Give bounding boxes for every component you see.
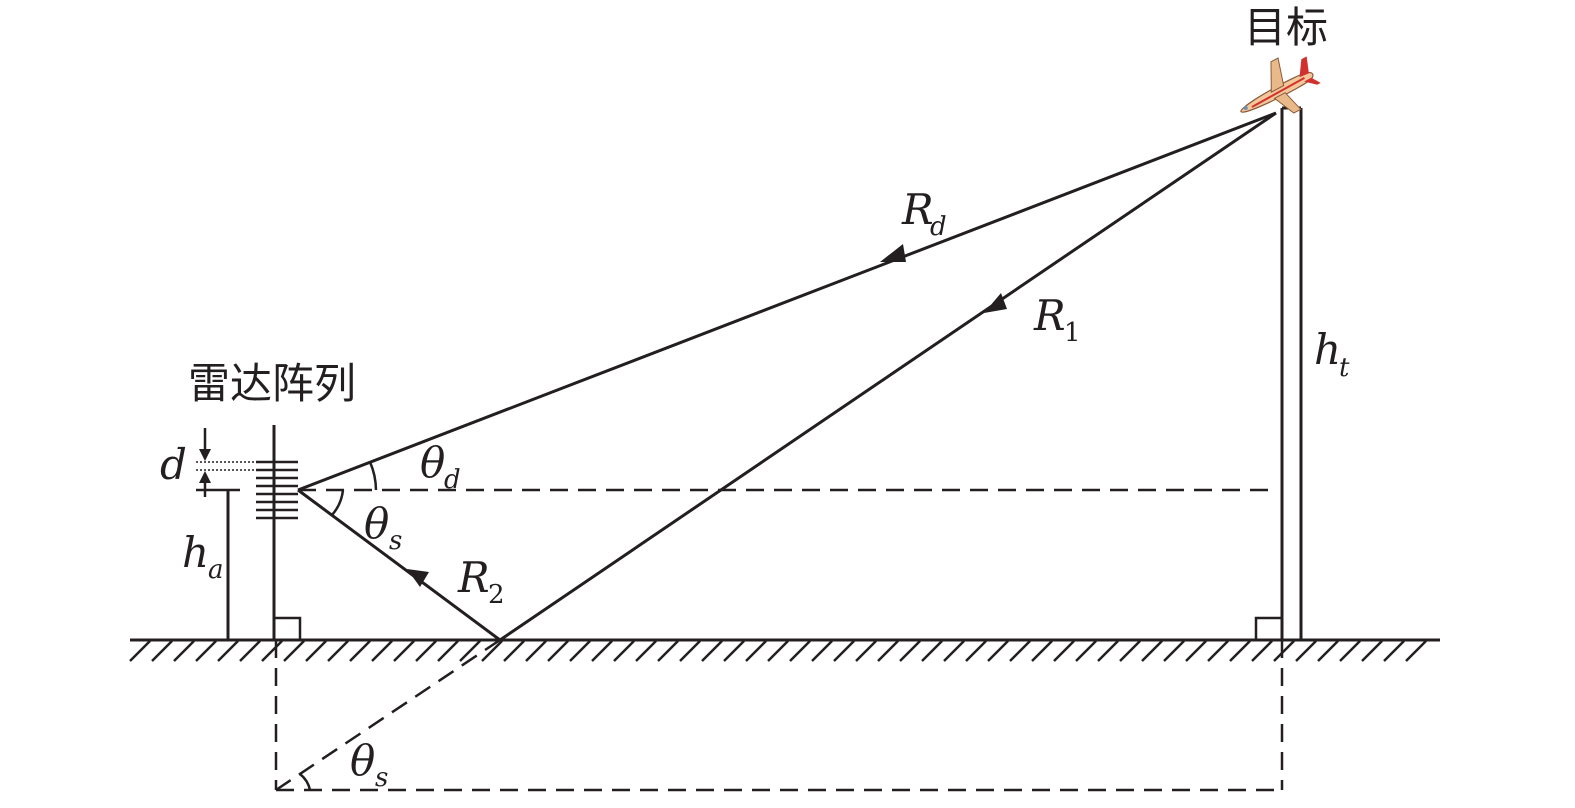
ground-hatch-mark — [833, 640, 855, 662]
ground-hatch-mark — [1295, 640, 1317, 662]
radar-mast — [272, 425, 302, 640]
ground-hatch-mark — [1229, 640, 1251, 662]
theta-s-image-label: θ — [350, 736, 375, 785]
ground-hatch-mark — [1075, 640, 1097, 662]
ground-hatch-mark — [1185, 640, 1207, 662]
ground-hatch-mark — [569, 640, 591, 662]
ground-hatch-mark — [943, 640, 965, 662]
ht-label: h — [1314, 325, 1341, 374]
ground-hatch-mark — [899, 640, 921, 662]
ground-hatch-mark — [151, 640, 173, 662]
r1-label-sub: 1 — [1064, 318, 1081, 348]
ground-hatch-mark — [503, 640, 525, 662]
r2-label-sub: 2 — [488, 580, 505, 610]
ground-hatching — [129, 640, 1427, 662]
ground-hatch-mark — [371, 640, 393, 662]
theta-s-label-sub: s — [389, 526, 402, 556]
ground-hatch-mark — [965, 640, 987, 662]
theta-d-label-sub: d — [444, 465, 461, 495]
ground-hatch-mark — [239, 640, 261, 662]
ground-hatch-mark — [1097, 640, 1119, 662]
ground-hatch-mark — [1405, 640, 1427, 662]
radar-array-label: 雷达阵列 — [188, 359, 356, 408]
ground-hatch-mark — [327, 640, 349, 662]
ground-hatch-mark — [987, 640, 1009, 662]
rd-label-sub: d — [930, 212, 947, 242]
ground-hatch-mark — [393, 640, 415, 662]
ground-hatch-mark — [679, 640, 701, 662]
ground-hatch-mark — [745, 640, 767, 662]
airplane-icon — [1240, 56, 1321, 114]
ground-hatch-mark — [591, 640, 613, 662]
ground-hatch-mark — [437, 640, 459, 662]
ground-hatch-mark — [701, 640, 723, 662]
ground-hatch-mark — [1251, 640, 1273, 662]
ground-hatch-mark — [217, 640, 239, 662]
ground-hatch-mark — [459, 640, 481, 662]
ground-hatch-mark — [789, 640, 811, 662]
theta-d-arc — [368, 461, 378, 491]
ground-hatch-mark — [657, 640, 679, 662]
ground-hatch-mark — [1339, 640, 1361, 662]
theta-s-image-label-sub: s — [375, 763, 388, 793]
theta-s-arc — [331, 489, 345, 516]
ground-hatch-mark — [1273, 640, 1295, 662]
ha-label: h — [182, 528, 209, 577]
ground-hatch-mark — [723, 640, 745, 662]
ground-hatch-mark — [1009, 640, 1031, 662]
ground-hatch-mark — [921, 640, 943, 662]
ground-hatch-mark — [195, 640, 217, 662]
ground-hatch-mark — [811, 640, 833, 662]
ground-hatch-mark — [1141, 640, 1163, 662]
path-r2 — [297, 488, 501, 642]
ground-hatch-mark — [415, 640, 437, 662]
radar-array-elements — [256, 460, 298, 520]
rd-label: R — [901, 185, 934, 234]
ground-hatch-mark — [767, 640, 789, 662]
ground-hatch-mark — [1361, 640, 1383, 662]
ground-hatch-mark — [1119, 640, 1141, 662]
ground-hatch-mark — [613, 640, 635, 662]
ground-hatch-mark — [1317, 640, 1339, 662]
ground-hatch-mark — [1163, 640, 1185, 662]
ground-hatch-mark — [1031, 640, 1053, 662]
d-label: d — [160, 440, 187, 489]
theta-s-image-arc — [299, 773, 312, 791]
r2-label: R — [457, 553, 490, 602]
ground — [129, 638, 1440, 662]
ground-hatch-mark — [129, 640, 151, 662]
ground-hatch-mark — [855, 640, 877, 662]
ground-hatch-mark — [261, 640, 283, 662]
ground-hatch-mark — [547, 640, 569, 662]
ground-hatch-mark — [481, 640, 503, 662]
image-path — [274, 638, 1284, 792]
ht-label-sub: t — [1339, 353, 1350, 383]
ground-hatch-mark — [283, 640, 305, 662]
ground-hatch-mark — [305, 640, 327, 662]
ground-hatch-mark — [1207, 640, 1229, 662]
ground-hatch-mark — [1383, 640, 1405, 662]
ground-hatch-mark — [349, 640, 371, 662]
direct-path-rd — [297, 111, 1277, 492]
d-spacing-indicator — [196, 428, 256, 497]
path-r1 — [499, 111, 1277, 642]
theta-s-label: θ — [364, 499, 389, 548]
ground-hatch-mark — [877, 640, 899, 662]
r1-label: R — [1033, 291, 1066, 340]
ground-hatch-mark — [635, 640, 657, 662]
target-pole — [1254, 106, 1303, 640]
target-label: 目标 — [1244, 3, 1328, 52]
theta-d-label: θ — [420, 438, 445, 487]
ground-hatch-mark — [173, 640, 195, 662]
ha-label-sub: a — [208, 555, 224, 585]
ground-hatch-mark — [1053, 640, 1075, 662]
ground-hatch-mark — [525, 640, 547, 662]
